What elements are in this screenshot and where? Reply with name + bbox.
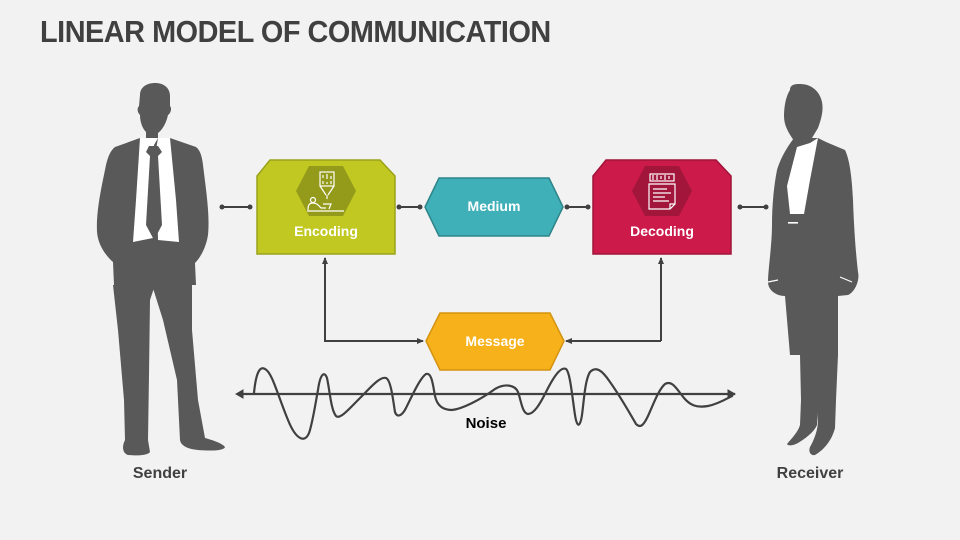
decoding-label: Decoding <box>630 223 694 239</box>
document-data-icon <box>648 173 676 210</box>
noise-label: Noise <box>465 415 507 432</box>
person-at-desk-data-icon <box>307 171 344 212</box>
message-node[interactable] <box>425 312 565 371</box>
sender-label: Sender <box>132 465 188 482</box>
receiver-figure-icon <box>768 84 859 456</box>
blouse-icon <box>787 138 818 214</box>
tie-icon <box>146 146 162 240</box>
noise-wave <box>252 367 734 440</box>
medium-node[interactable] <box>424 177 564 237</box>
slide-title: LINEAR MODEL OF COMMUNICATION <box>40 14 551 49</box>
encoding-node[interactable] <box>256 159 396 255</box>
message-label: Message <box>465 333 525 349</box>
message-to-encoding-arrow <box>322 257 423 342</box>
decoding-node[interactable] <box>592 159 732 255</box>
encoding-label: Encoding <box>294 223 358 239</box>
receiver-label: Receiver <box>776 465 844 482</box>
medium-label: Medium <box>467 198 521 214</box>
